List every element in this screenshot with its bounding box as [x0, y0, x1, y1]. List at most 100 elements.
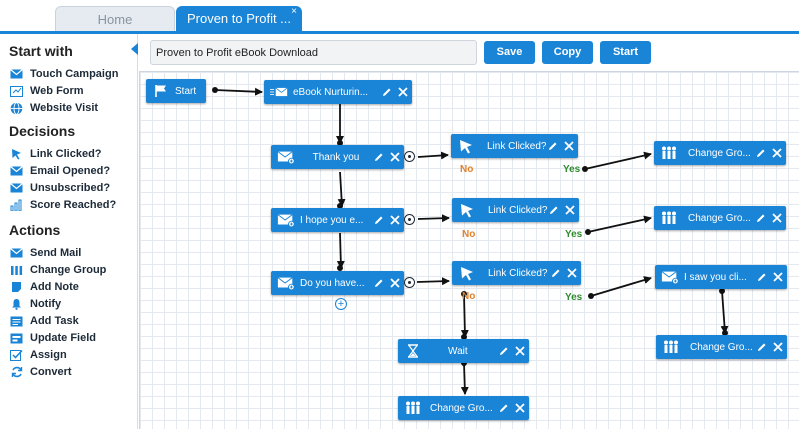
delete-x-icon[interactable] — [771, 340, 784, 354]
output-port[interactable] — [404, 151, 415, 162]
sidebar-item-label: Touch Campaign — [30, 68, 119, 80]
workflow-node-link-clicked[interactable]: Link Clicked? — [451, 134, 578, 158]
note-icon — [10, 281, 23, 294]
workflow-node-wait[interactable]: Wait — [398, 339, 529, 363]
pencil-icon[interactable] — [497, 401, 510, 415]
sidebar-item-score-reached[interactable]: Score Reached? — [10, 197, 116, 213]
form-icon — [10, 85, 23, 98]
node-label: Change Gro... — [688, 147, 751, 159]
delete-x-icon[interactable] — [513, 344, 526, 358]
sidebar-item-label: Send Mail — [30, 247, 82, 259]
cursor-icon — [458, 202, 476, 218]
delete-x-icon[interactable] — [388, 150, 401, 164]
flag-icon — [152, 83, 170, 99]
workflow-node-send-mail[interactable]: Do you have... — [271, 271, 404, 295]
pencil-icon[interactable] — [754, 211, 767, 225]
node-label: I saw you cli... — [684, 271, 747, 283]
pencil-icon[interactable] — [372, 276, 385, 290]
delete-x-icon[interactable] — [396, 85, 409, 99]
close-icon[interactable]: × — [291, 6, 297, 17]
sidebar-item-label: Website Visit — [30, 102, 99, 114]
sidebar-item-label: Assign — [30, 349, 67, 361]
node-label: Change Gro... — [690, 341, 753, 353]
sidebar-item-label: Unsubscribed? — [30, 182, 111, 194]
output-port[interactable] — [404, 214, 415, 225]
save-button[interactable]: Save — [484, 41, 535, 64]
sidebar-item-label: Notify — [30, 298, 62, 310]
sidebar-item-notify[interactable]: Notify — [10, 296, 61, 312]
workflow-node-send-mail[interactable]: Thank you — [271, 145, 404, 169]
cursor-icon — [458, 265, 476, 281]
delete-x-icon[interactable] — [770, 146, 783, 160]
start-button[interactable]: Start — [600, 41, 651, 64]
collapse-sidebar-arrow-icon[interactable] — [131, 43, 138, 55]
tab-home[interactable]: Home — [55, 6, 175, 32]
sidebar-item-assign[interactable]: Assign — [10, 347, 67, 363]
workflow-node-link-clicked[interactable]: Link Clicked? — [452, 198, 579, 222]
group-icon — [10, 264, 23, 277]
sidebar-item-label: Add Task — [30, 315, 79, 327]
pencil-icon[interactable] — [754, 146, 767, 160]
bell-icon — [10, 298, 23, 311]
workflow-name-input[interactable] — [150, 40, 477, 65]
sidebar-item-touch-campaign[interactable]: Touch Campaign — [10, 66, 118, 82]
workflow-node-change-group[interactable]: Change Gro... — [656, 335, 787, 359]
delete-x-icon[interactable] — [565, 266, 578, 280]
sidebar-item-website-visit[interactable]: Website Visit — [10, 100, 98, 116]
sidebar-item-unsubscribed[interactable]: Unsubscribed? — [10, 180, 110, 196]
workflow-node-change-group[interactable]: Change Gro... — [654, 141, 786, 165]
workflow-node-start[interactable]: Start — [146, 79, 206, 103]
delete-x-icon[interactable] — [388, 213, 401, 227]
delete-x-icon[interactable] — [513, 401, 526, 415]
sidebar-item-change-group[interactable]: Change Group — [10, 262, 106, 278]
sidebar-item-label: Update Field — [30, 332, 97, 344]
branch-no-label: No — [462, 291, 476, 302]
sidebar-item-email-opened[interactable]: Email Opened? — [10, 163, 110, 179]
sidebar-item-convert[interactable]: Convert — [10, 364, 72, 380]
tab-workflow[interactable]: Proven to Profit ... × — [176, 6, 302, 32]
hourglass-icon — [404, 343, 422, 359]
workflow-node-send-mail[interactable]: I saw you cli... — [655, 265, 787, 289]
sidebar-item-web-form[interactable]: Web Form — [10, 83, 84, 99]
add-step-plus-icon[interactable]: + — [335, 298, 347, 310]
delete-x-icon[interactable] — [388, 276, 401, 290]
sidebar-item-label: Add Note — [30, 281, 79, 293]
workflow-node-link-clicked[interactable]: Link Clicked? — [452, 261, 581, 285]
tab-bar: Home Proven to Profit ... × — [0, 0, 799, 34]
pencil-icon[interactable] — [372, 150, 385, 164]
pencil-icon[interactable] — [755, 270, 768, 284]
mail-add-icon — [277, 212, 295, 228]
workflow-node-touch-campaign[interactable]: eBook Nurturin... — [264, 80, 412, 104]
sidebar-item-send-mail[interactable]: Send Mail — [10, 245, 81, 261]
touch-mail-icon — [270, 84, 288, 100]
cursor-icon — [457, 138, 475, 154]
copy-button[interactable]: Copy — [542, 41, 593, 64]
sidebar-item-add-task[interactable]: Add Task — [10, 313, 79, 329]
sidebar-item-update-field[interactable]: Update Field — [10, 330, 96, 346]
pencil-icon[interactable] — [549, 266, 562, 280]
delete-x-icon[interactable] — [563, 203, 576, 217]
delete-x-icon[interactable] — [770, 211, 783, 225]
pencil-icon[interactable] — [546, 139, 559, 153]
pencil-icon[interactable] — [497, 344, 510, 358]
sidebar-item-add-note[interactable]: Add Note — [10, 279, 79, 295]
output-port[interactable] — [404, 277, 415, 288]
delete-x-icon[interactable] — [771, 270, 784, 284]
workflow-node-change-group[interactable]: Change Gro... — [398, 396, 529, 420]
sidebar-item-label: Email Opened? — [30, 165, 111, 177]
workflow-canvas[interactable] — [139, 71, 799, 429]
section-title-actions: Actions — [9, 222, 61, 238]
task-icon — [10, 315, 23, 328]
section-title-start-with: Start with — [9, 43, 73, 59]
pencil-icon[interactable] — [380, 85, 393, 99]
sidebar-item-link-clicked[interactable]: Link Clicked? — [10, 146, 102, 162]
pencil-icon[interactable] — [755, 340, 768, 354]
pencil-icon[interactable] — [372, 213, 385, 227]
mail-add-icon — [661, 269, 679, 285]
pencil-icon[interactable] — [547, 203, 560, 217]
delete-x-icon[interactable] — [562, 139, 575, 153]
node-label: Link Clicked? — [488, 204, 547, 216]
cursor-icon — [10, 148, 23, 161]
workflow-node-change-group[interactable]: Change Gro... — [654, 206, 786, 230]
workflow-node-send-mail[interactable]: I hope you e... — [271, 208, 404, 232]
